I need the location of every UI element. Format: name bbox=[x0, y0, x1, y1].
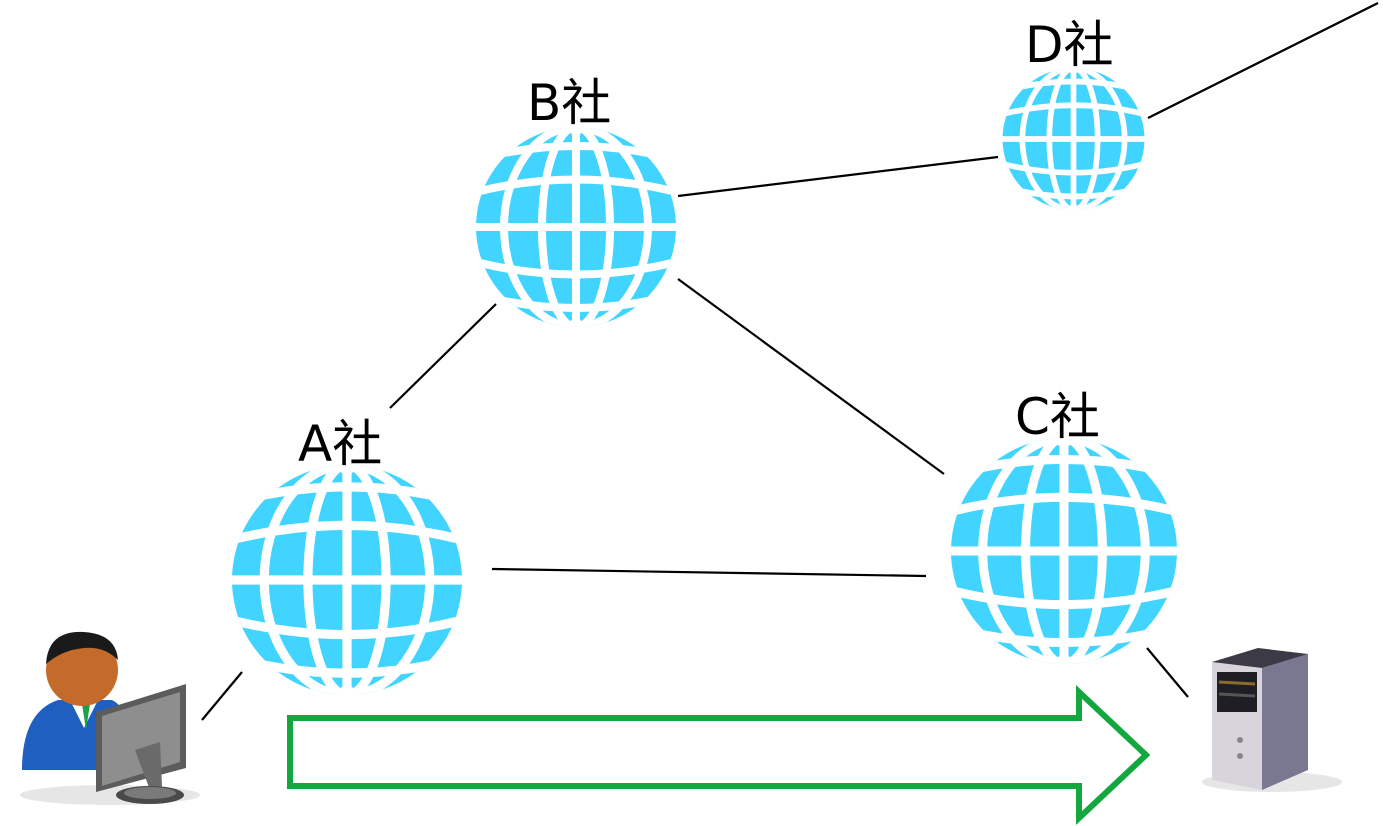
link-user-a bbox=[201, 671, 243, 721]
node-label-c: C社 bbox=[1015, 388, 1100, 446]
node-label-a: A社 bbox=[298, 415, 383, 473]
right-arrow-icon bbox=[287, 685, 1151, 825]
globe-icon bbox=[940, 427, 1189, 676]
server-tower-icon bbox=[1202, 648, 1342, 792]
globe-icon bbox=[221, 454, 474, 707]
link-a-b bbox=[389, 303, 497, 409]
link-c-server bbox=[1146, 647, 1189, 698]
user-at-computer-icon bbox=[20, 631, 200, 805]
link-a-c bbox=[491, 567, 927, 578]
link-b-c bbox=[677, 278, 945, 475]
link-b-d bbox=[677, 155, 999, 198]
globe-icon bbox=[995, 61, 1151, 217]
node-label-b: B社 bbox=[527, 74, 612, 132]
link-d-external bbox=[1147, 2, 1379, 119]
globe-icon bbox=[466, 117, 686, 337]
node-label-d: D社 bbox=[1025, 16, 1114, 74]
